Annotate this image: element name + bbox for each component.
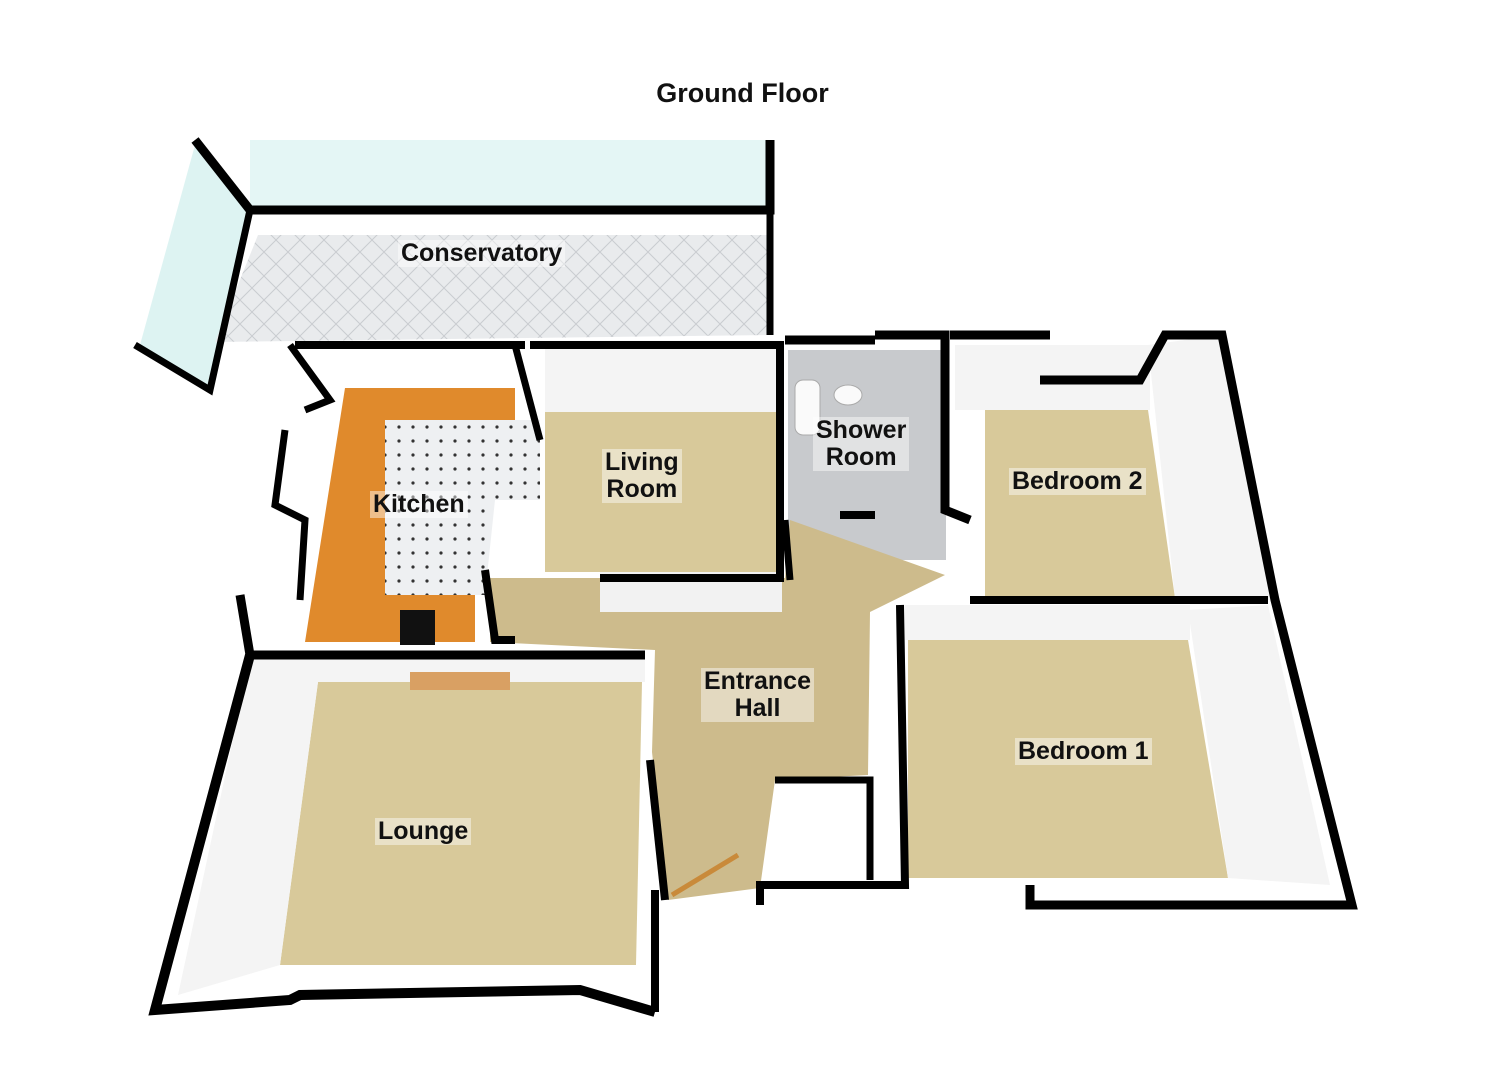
room-label-line: Room [606,475,678,503]
lounge-floor [280,682,642,965]
entrance-hall-floor [490,520,945,900]
room-label-entrance-hall: Entrance Hall [701,668,814,722]
bedroom2-floor [985,410,1175,598]
front-door [670,852,740,898]
sink [833,384,863,406]
room-label-kitchen: Kitchen [370,491,468,518]
fireplace [410,672,510,690]
radiator [400,610,435,645]
room-label-line: Room [825,443,897,471]
glass-top [250,140,770,210]
room-label-line: Hall [734,694,781,722]
kitchen-counter [305,388,515,642]
conservatory-floor [215,235,768,342]
room-label-conservatory: Conservatory [398,240,566,267]
room-label-lounge: Lounge [375,818,472,845]
toilet [794,379,821,436]
kitchen-floor [385,420,540,595]
room-label-line: Living [605,448,679,476]
room-label-shower-room: Shower Room [813,416,910,471]
room-label-bedroom2: Bedroom 2 [1009,468,1146,495]
room-label-line: Entrance [704,667,811,695]
room-label-bedroom1: Bedroom 1 [1015,738,1152,765]
room-label-line: Shower [816,416,907,444]
walls [133,137,1358,1017]
floor-title: Ground Floor [656,78,829,108]
room-label-living-room: Living Room [602,449,682,503]
living-room-floor [545,412,777,572]
bedroom1-floor [908,640,1228,878]
